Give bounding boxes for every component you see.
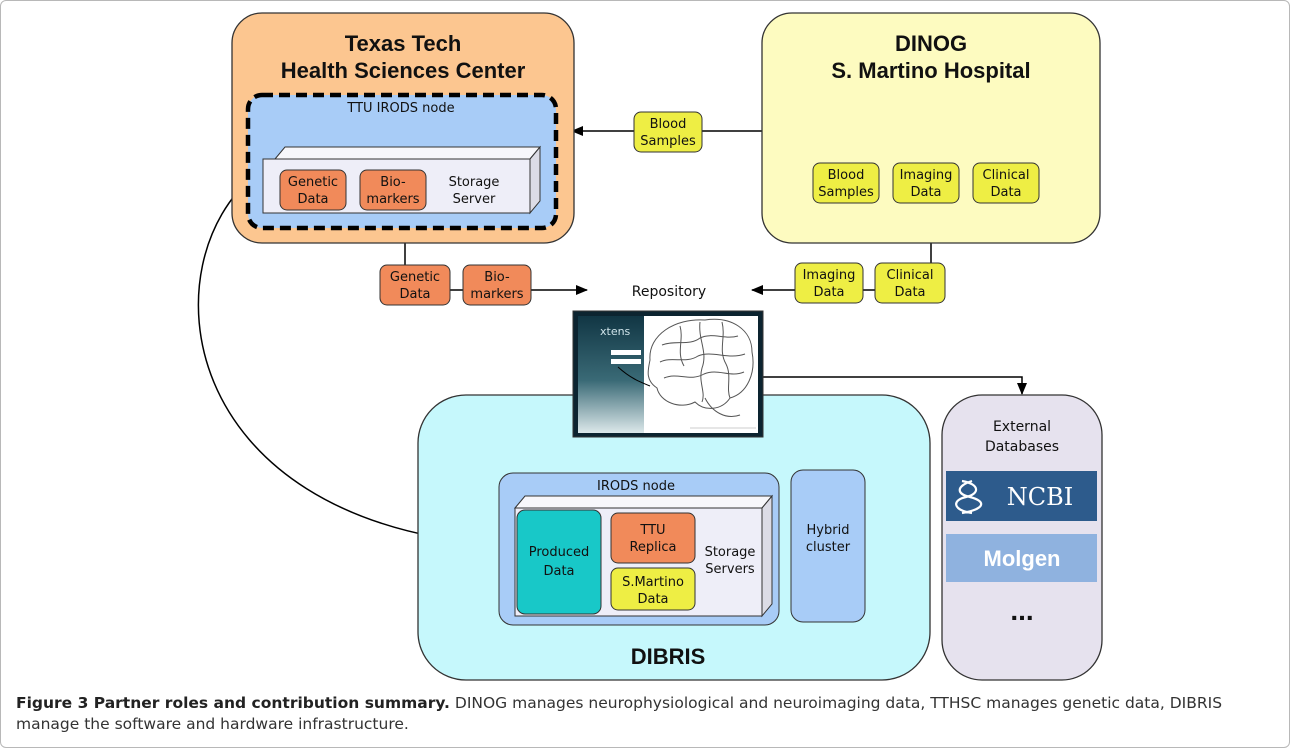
dinog-title-line1: DINOG bbox=[895, 31, 967, 56]
more-databases-ellipsis: ... bbox=[1010, 595, 1033, 626]
external-databases: External Databases NCBI Molgen ... bbox=[941, 394, 1103, 681]
xtens-logo: xtens bbox=[600, 325, 631, 338]
repository: Repository xtens bbox=[572, 284, 764, 438]
figure-caption: Figure 3 Partner roles and contribution … bbox=[16, 693, 1276, 735]
partner-roles-diagram: Texas Tech Health Sciences Center TTU IR… bbox=[197, 12, 1103, 681]
flow-biomarkers-tag: Bio-markers bbox=[470, 270, 523, 302]
ncbi-label: NCBI bbox=[1007, 483, 1073, 511]
dibris-node-label: IRODS node bbox=[597, 479, 675, 494]
dinog-title-line2: S. Martino Hospital bbox=[831, 58, 1030, 83]
dna-helix-icon bbox=[955, 479, 983, 515]
repository-to-external-arrow bbox=[762, 376, 1027, 395]
caption-text: DINOG manages neurophysiological and neu… bbox=[16, 694, 1223, 733]
external-title-line1: External bbox=[993, 419, 1051, 435]
ttu-node-label: TTU IRODS node bbox=[346, 101, 454, 116]
ttu-dibris-sync-arrow bbox=[197, 168, 498, 550]
ttu-title-line1: Texas Tech bbox=[345, 31, 462, 56]
ttu-biomarkers-tag: Bio-markers bbox=[366, 175, 419, 207]
molgen-label: Molgen bbox=[984, 546, 1061, 571]
caption-title: Figure 3 Partner roles and contribution … bbox=[16, 694, 450, 712]
dibris-title: DIBRIS bbox=[631, 644, 706, 669]
external-title-line2: Databases bbox=[985, 439, 1059, 455]
repository-label: Repository bbox=[632, 284, 706, 300]
molgen-logo bbox=[946, 534, 1097, 582]
brain-drawing bbox=[647, 318, 754, 417]
ttu-box: Texas Tech Health Sciences Center TTU IR… bbox=[231, 12, 575, 244]
ttu-title-line2: Health Sciences Center bbox=[281, 58, 526, 83]
